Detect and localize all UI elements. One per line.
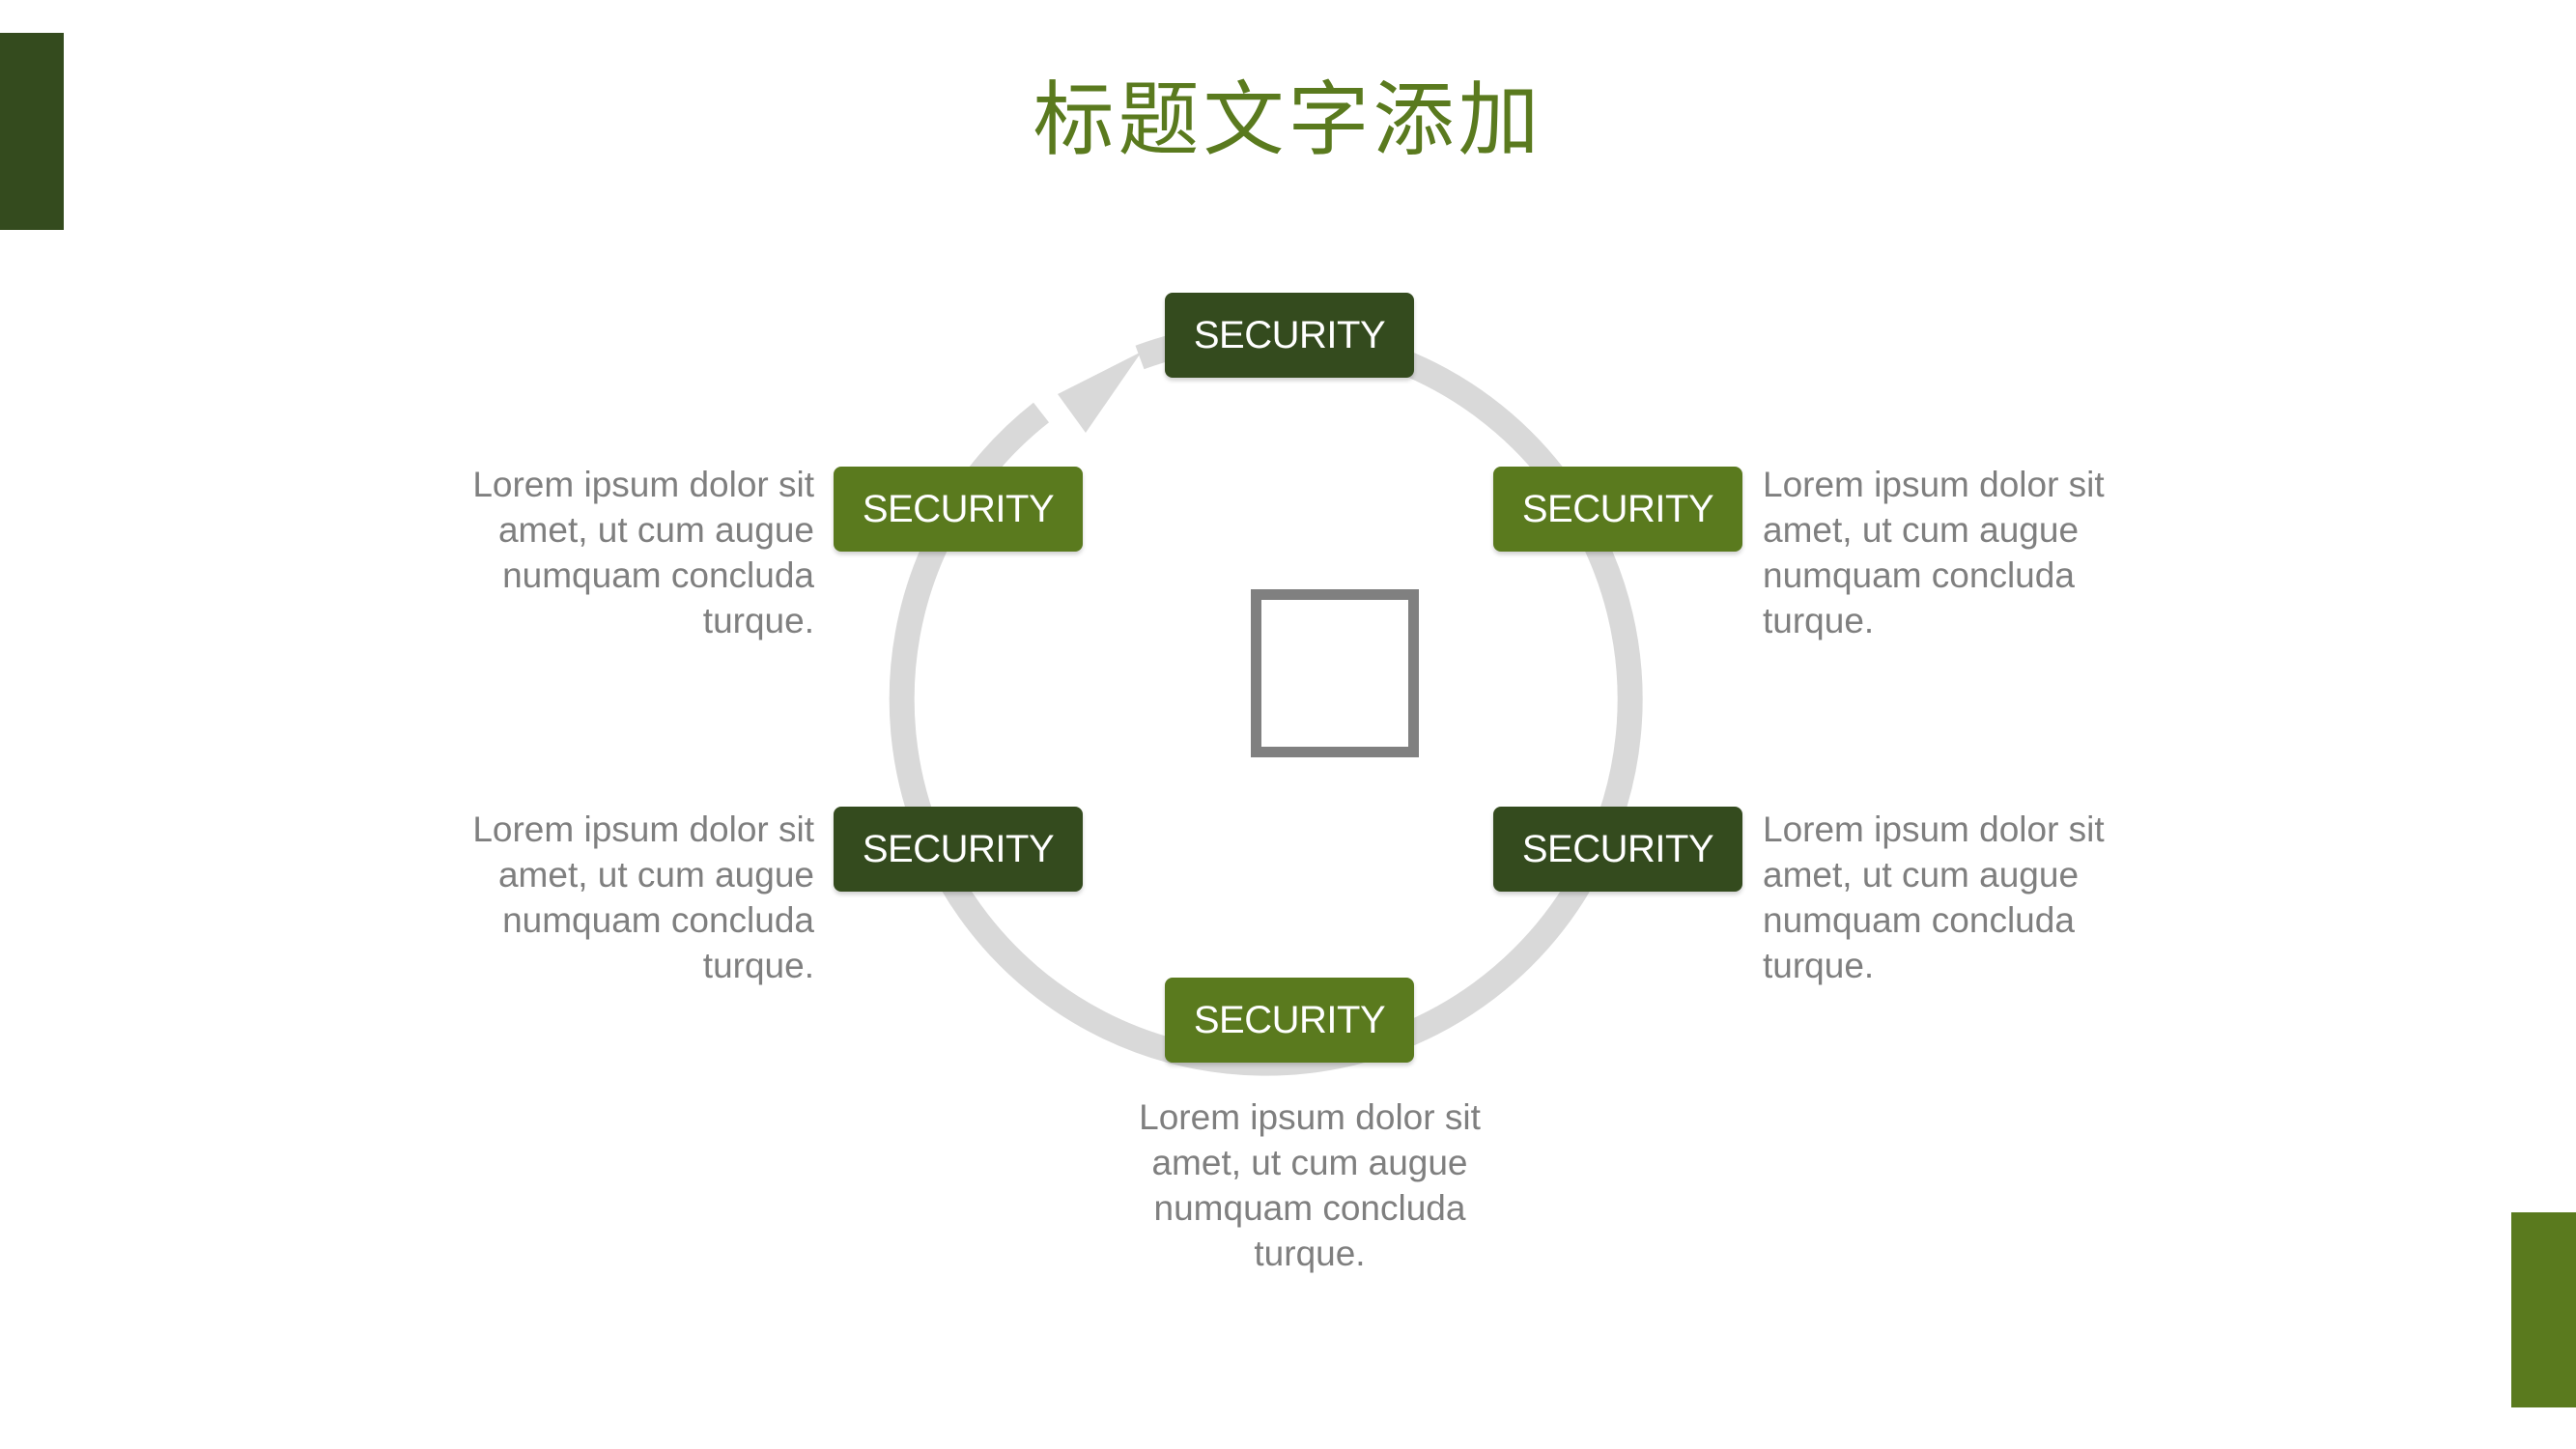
node-security-bottom: SECURITY <box>1165 978 1414 1063</box>
description-upper-right: Lorem ipsum dolor sit amet, ut cum augue… <box>1763 465 2105 640</box>
node-security-top: SECURITY <box>1165 293 1414 378</box>
square-outline-icon <box>1251 589 1419 757</box>
node-label: SECURITY <box>862 827 1055 870</box>
corner-accent-bar-top-left <box>0 33 64 230</box>
node-label: SECURITY <box>862 487 1055 530</box>
description-upper-left: Lorem ipsum dolor sit amet, ut cum augue… <box>472 465 814 640</box>
description-lower-left: Lorem ipsum dolor sit amet, ut cum augue… <box>472 810 814 985</box>
description-lower-right: Lorem ipsum dolor sit amet, ut cum augue… <box>1763 810 2105 985</box>
node-label: SECURITY <box>1193 313 1386 356</box>
cycle-ring-arc <box>889 322 1643 1076</box>
node-security-upper-left: SECURITY <box>834 467 1083 552</box>
corner-accent-bar-bottom-right <box>2511 1212 2576 1407</box>
node-label: SECURITY <box>1521 487 1714 530</box>
node-security-upper-right: SECURITY <box>1493 467 1742 552</box>
cycle-arrow-icon <box>1058 352 1142 433</box>
description-bottom: Lorem ipsum dolor sit amet, ut cum augue… <box>1139 1097 1481 1273</box>
node-label: SECURITY <box>1521 827 1714 870</box>
node-security-lower-right: SECURITY <box>1493 807 1742 892</box>
node-security-lower-left: SECURITY <box>834 807 1083 892</box>
slide-title: 标题文字添加 <box>1033 72 1543 167</box>
node-label: SECURITY <box>1193 998 1386 1041</box>
